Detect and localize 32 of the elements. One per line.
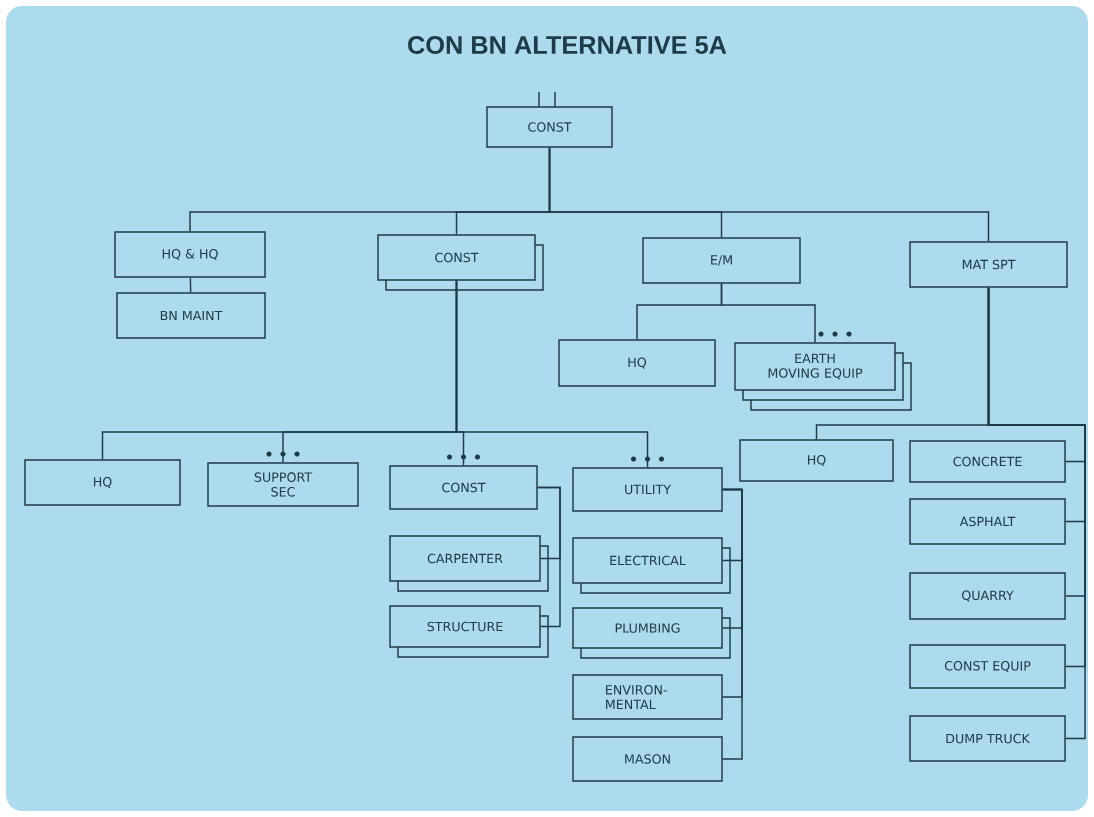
org-box: HQ & HQ [114, 231, 266, 278]
org-box: CONST [389, 465, 538, 510]
org-box: BN MAINT [116, 292, 266, 339]
connector-line [548, 147, 990, 242]
org-box: DUMP TRUCK [909, 715, 1066, 762]
org-box: STRUCTURE [389, 605, 541, 648]
connector-line [720, 283, 816, 343]
org-box: QUARRY [909, 572, 1066, 620]
org-box: PLUMBING [572, 607, 723, 649]
connector-line [722, 488, 743, 760]
title: CON BN ALTERNATIVE 5A [408, 36, 727, 54]
connector-line [455, 280, 649, 468]
org-box: ENVIRON-MENTAL [572, 674, 723, 720]
org-box: ASPHALT [909, 498, 1066, 545]
org-box: CONST [377, 234, 536, 281]
org-box: HQ [739, 439, 894, 482]
org-box: E/M [642, 237, 801, 284]
connector-line [987, 287, 1086, 740]
org-box: ELECTRICAL [572, 537, 723, 584]
org-box: CONCRETE [909, 440, 1066, 483]
org-box: CARPENTER [389, 535, 541, 582]
org-box: CONST EQUIP [909, 644, 1066, 689]
org-box: CONST [486, 106, 613, 148]
org-box: HQ [24, 459, 181, 506]
org-box: HQ [558, 339, 716, 387]
connector-line [537, 486, 561, 628]
org-box: MAT SPT [909, 241, 1068, 288]
org-box: MASON [572, 736, 723, 782]
connector-line [189, 277, 192, 293]
org-box: UTILITY [572, 467, 723, 512]
org-box: SUPPORT SEC [207, 462, 359, 507]
org-box: EARTH MOVING EQUIP [734, 342, 896, 391]
